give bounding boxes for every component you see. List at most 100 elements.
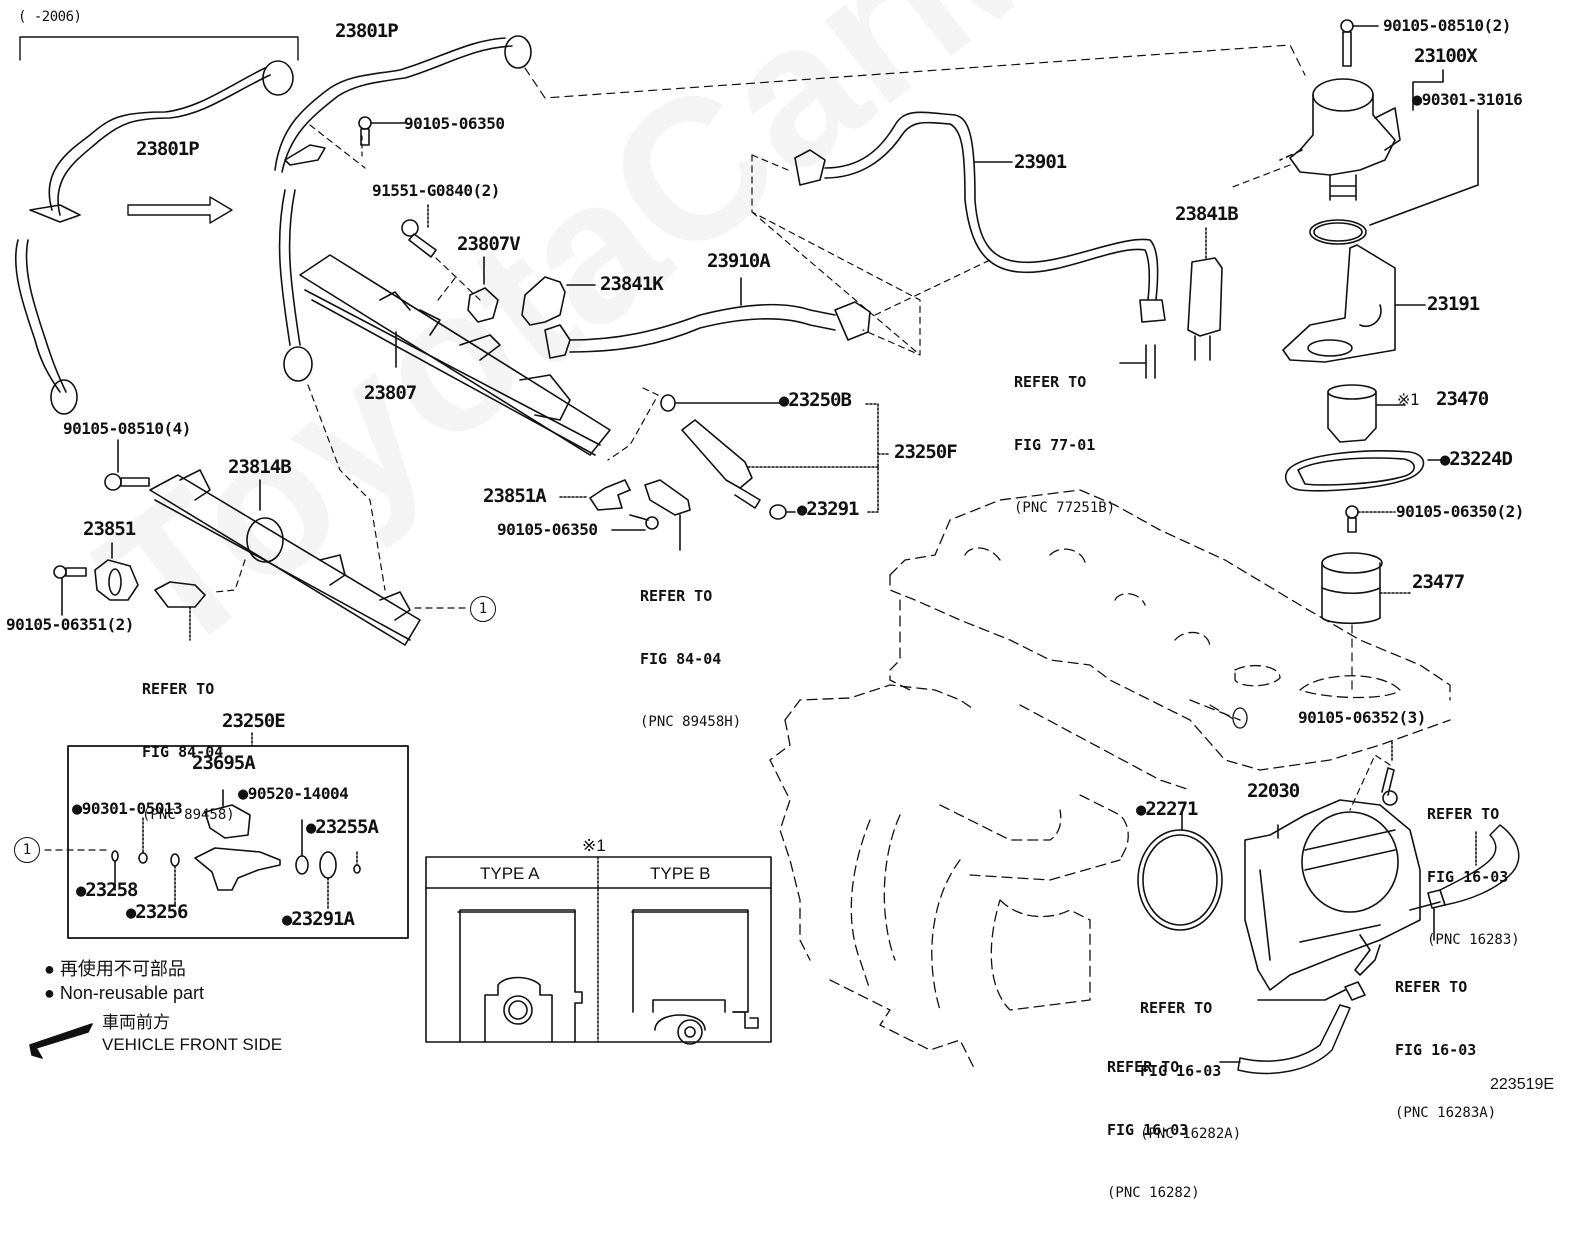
diagram-drawing (14, 19, 1520, 1075)
non-reusable-dot-icon: ● (44, 983, 55, 1003)
engine-head-outline (889, 489, 1451, 771)
part-label-23814B[interactable]: 23814B (228, 456, 292, 478)
part-label-23258[interactable]: 23258 (76, 881, 138, 900)
part-label-23256[interactable]: 23256 (126, 903, 188, 922)
bolt-91551-drawing (401, 204, 481, 301)
part-label-90105-08510-4[interactable]: 90105-08510(4) (63, 419, 191, 438)
part-label-23901[interactable]: 23901 (1014, 151, 1067, 173)
part-label-90105-06350-top[interactable]: 90105-06350 (404, 114, 505, 133)
part-label-90105-06351-2[interactable]: 90105-06351(2) (6, 615, 134, 634)
fuel-rail-23807-drawing (299, 254, 611, 456)
intake-manifold-outline (769, 684, 1191, 1071)
part-label-90301-05013[interactable]: 90301-05013 (72, 801, 183, 818)
sensor-89458H-drawing (644, 479, 691, 551)
legend-non-reusable: ● 再使用不可部品 ● Non-reusable part (44, 957, 204, 1005)
injector-23250F-drawing (607, 387, 891, 520)
part-label-23255A[interactable]: 23255A (306, 818, 379, 837)
year-range-note: ( -2006) (18, 9, 82, 25)
change-arrow (127, 196, 233, 224)
part-label-90105-06350-2[interactable]: 90105-06350(2) (1396, 502, 1524, 521)
figure-number: 223519E (1490, 1076, 1555, 1093)
legend-non-reusable-jp: ● 再使用不可部品 (44, 959, 186, 979)
part-label-23841K[interactable]: 23841K (600, 273, 664, 295)
part-label-23470[interactable]: 23470 (1436, 388, 1489, 410)
refer-fig-84-04-89458H[interactable]: REFER TO FIG 84-04 (PNC 89458H) (640, 587, 742, 730)
part-label-22271[interactable]: 22271 (1136, 800, 1198, 819)
part-label-23291A[interactable]: 23291A (282, 910, 355, 929)
parts-diagram: ToyotaCarMine.ru (0, 0, 1592, 1099)
bolt-90105-06352-3-drawing (1349, 739, 1398, 811)
hose-23901-drawing (794, 111, 1166, 323)
connector-23841B-drawing (1187, 227, 1223, 361)
part-label-23250B[interactable]: 23250B (779, 391, 852, 410)
part-label-23807V[interactable]: 23807V (457, 233, 521, 255)
bolt-90105-06350-mid-drawing (611, 514, 659, 531)
clip-16282A (1344, 981, 1366, 1001)
lifter-23470-drawing (1327, 384, 1406, 443)
bolt-90105-06350-2-drawing (1345, 505, 1396, 533)
hose-23910A-drawing (544, 277, 871, 359)
part-label-23250F[interactable]: 23250F (894, 441, 958, 463)
part-label-23291[interactable]: 23291 (797, 500, 859, 519)
refer-fig-16-03-16282[interactable]: REFER TO FIG 16-03 (PNC 16282) (1107, 1058, 1200, 1201)
non-reusable-dot-icon: ● (44, 959, 55, 979)
fuel-pipe-old-drawing (14, 60, 294, 415)
bolt-90105-06351-2-drawing (53, 565, 87, 616)
bolt-90105-06350-top-drawing (358, 116, 406, 146)
part-label-23477[interactable]: 23477 (1412, 571, 1465, 593)
dashed-box-23901 (751, 154, 991, 356)
refer-fig-77-01[interactable]: REFER TO FIG 77-01 (PNC 77251B) (1014, 373, 1116, 516)
part-label-23191[interactable]: 23191 (1427, 293, 1480, 315)
pipe-fig77 (1145, 344, 1156, 379)
fuel-pump-23100X-drawing (1229, 78, 1401, 201)
engine-port (1232, 707, 1248, 729)
legend-non-reusable-en: ● Non-reusable part (44, 983, 204, 1003)
part-label-23695A[interactable]: 23695A (192, 752, 256, 774)
part-label-90105-06350-mid[interactable]: 90105-06350 (497, 520, 598, 539)
clip-16283A (1427, 889, 1446, 909)
part-label-23910A[interactable]: 23910A (707, 250, 771, 272)
part-label-90105-08510-2[interactable]: 90105-08510(2) (1383, 16, 1511, 35)
vehicle-front-arrow (29, 1023, 93, 1059)
sensor-89458-drawing (154, 581, 206, 641)
hose-16282 (1237, 1004, 1351, 1075)
cushion-23851-drawing (94, 542, 139, 601)
refer-fig-84-04-89458[interactable]: REFER TO FIG 84-04 (PNC 89458) (142, 680, 235, 823)
part-label-23801P-new[interactable]: 23801P (335, 20, 399, 42)
part-label-23250E[interactable]: 23250E (222, 710, 286, 732)
part-label-90520-14004[interactable]: 90520-14004 (238, 786, 349, 803)
part-23470-marker: ※1 (1397, 390, 1420, 409)
type-box-marker: ※1 (582, 836, 606, 855)
injector-kit-box (67, 745, 409, 939)
part-label-90105-06352-3[interactable]: 90105-06352(3) (1298, 708, 1426, 727)
fuel-pipe-new-drawing (274, 35, 532, 591)
gasket-22271-drawing (1137, 811, 1223, 931)
dashed-line-pump (524, 44, 1306, 99)
delivery-pipe-23814B-drawing (149, 469, 471, 646)
part-label-23851A[interactable]: 23851A (483, 485, 547, 507)
type-b-label: TYPE B (650, 864, 711, 883)
o-ring-90301-31016 (1309, 219, 1367, 245)
circle-ref-1-rail: 1 (470, 596, 496, 622)
part-label-23851[interactable]: 23851 (83, 518, 136, 540)
year-bracket (19, 36, 299, 61)
part-label-90301-31016[interactable]: 90301-31016 (1412, 92, 1523, 109)
clamp-23851A-drawing (559, 479, 631, 511)
type-comparison-box (425, 856, 772, 1045)
insulator-23477-drawing (1321, 552, 1411, 691)
part-label-23100X[interactable]: 23100X (1414, 45, 1478, 67)
part-label-22030[interactable]: 22030 (1247, 780, 1300, 802)
type-a-label: TYPE A (480, 864, 540, 883)
legend-vehicle-front: 車両前方 VEHICLE FRONT SIDE (102, 1013, 283, 1054)
part-label-23841B[interactable]: 23841B (1175, 203, 1239, 225)
connector-23841K-drawing (521, 276, 596, 326)
part-label-23807[interactable]: 23807 (364, 382, 417, 404)
part-label-23801P-old[interactable]: 23801P (136, 138, 200, 160)
refer-fig-16-03-16283A[interactable]: REFER TO FIG 16-03 (PNC 16283A) (1395, 978, 1497, 1121)
part-label-23224D[interactable]: 23224D (1440, 450, 1513, 469)
part-label-91551-G0840[interactable]: 91551-G0840(2) (372, 181, 500, 200)
refer-fig-16-03-16283[interactable]: REFER TO FIG 16-03 (PNC 16283) (1427, 805, 1520, 948)
circle-ref-1-kit: 1 (14, 837, 40, 863)
hose-16283 (1439, 824, 1520, 906)
throttle-body-22030-drawing (1244, 799, 1441, 991)
